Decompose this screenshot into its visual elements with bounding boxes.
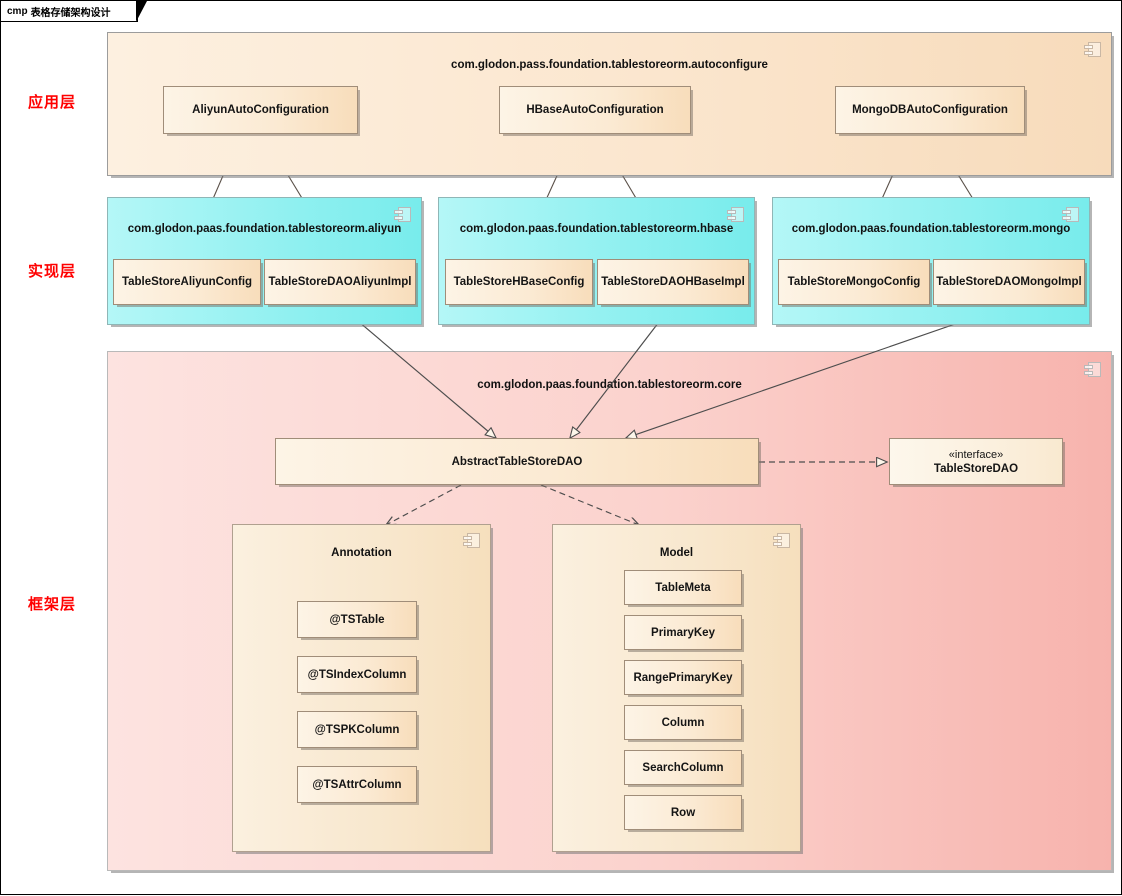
node-label: TableStoreAliyunConfig [121,276,253,288]
node-label: TableStoreDAOAliyunImpl [268,276,412,288]
node-label: TableStoreMongoConfig [787,276,921,288]
node-label: @TSIndexColumn [307,668,407,681]
component-icon [1084,362,1101,377]
component-icon [394,207,411,222]
component-icon [463,533,480,548]
node-label: TableStoreHBaseConfig [453,276,585,288]
node-hbase-auto-configuration[interactable]: HBaseAutoConfiguration [499,86,691,134]
node-rangeprimarykey[interactable]: RangePrimaryKey [624,660,742,695]
node-label: RangePrimaryKey [633,671,733,684]
node-aliyun-auto-configuration[interactable]: AliyunAutoConfiguration [163,86,358,134]
node-label: Column [661,716,705,729]
node-tsindexcolumn-annotation[interactable]: @TSIndexColumn [297,656,417,693]
node-tablestore-hbase-config[interactable]: TableStoreHBaseConfig [445,259,593,305]
package-model[interactable]: Model TableMeta PrimaryKey RangePrimaryK… [552,524,801,852]
component-icon [1084,42,1101,57]
component-icon [1062,207,1079,222]
node-tablestore-dao-aliyun-impl[interactable]: TableStoreDAOAliyunImpl [264,259,416,305]
package-annotation-title: Annotation [331,547,392,559]
node-label: TableStoreDAOHBaseImpl [601,276,745,288]
layer-label-framework: 框架层 [28,596,77,613]
package-autoconfigure-title: com.glodon.pass.foundation.tablestoreorm… [451,59,768,71]
package-annotation[interactable]: Annotation @TSTable @TSIndexColumn @TSPK… [232,524,491,852]
node-label: SearchColumn [642,761,724,774]
node-column[interactable]: Column [624,705,742,740]
node-tspkcolumn-annotation[interactable]: @TSPKColumn [297,711,417,748]
node-abstract-tablestore-dao[interactable]: AbstractTableStoreDAO [275,438,759,485]
node-label: TableStoreDAO [933,462,1019,475]
node-label: AbstractTableStoreDAO [451,455,583,468]
node-tablestore-dao-interface[interactable]: «interface» TableStoreDAO [889,438,1063,485]
package-mongo-title: com.glodon.paas.foundation.tablestoreorm… [791,223,1071,235]
node-tablestore-dao-hbase-impl[interactable]: TableStoreDAOHBaseImpl [597,259,749,305]
node-label: @TSAttrColumn [312,778,402,791]
layer-label-implementation: 实现层 [28,263,77,280]
node-label: HBaseAutoConfiguration [526,104,664,116]
node-label: TableStoreDAOMongoImpl [936,276,1082,288]
node-label: MongoDBAutoConfiguration [852,104,1008,116]
component-icon [727,207,744,222]
diagram-keyword: cmp [7,5,28,17]
node-label: AliyunAutoConfiguration [192,104,329,116]
node-label: PrimaryKey [651,626,715,639]
diagram-title-tab: cmp 表格存储架构设计 [1,1,147,22]
node-row[interactable]: Row [624,795,742,830]
diagram-title: 表格存储架构设计 [30,7,111,19]
node-tstable-annotation[interactable]: @TSTable [297,601,417,638]
node-label: Row [670,806,696,819]
package-core-title: com.glodon.paas.foundation.tablestoreorm… [477,379,742,391]
component-icon [773,533,790,548]
node-tablestore-aliyun-config[interactable]: TableStoreAliyunConfig [113,259,261,305]
node-mongodb-auto-configuration[interactable]: MongoDBAutoConfiguration [835,86,1025,134]
layer-label-application: 应用层 [28,94,77,111]
node-label: TableMeta [655,581,711,594]
node-searchcolumn[interactable]: SearchColumn [624,750,742,785]
node-tablemeta[interactable]: TableMeta [624,570,742,605]
node-label: @TSTable [329,613,385,626]
package-model-title: Model [659,547,694,559]
node-label: @TSPKColumn [314,723,400,736]
stereotype-label: «interface» [948,448,1004,461]
node-tablestore-dao-mongo-impl[interactable]: TableStoreDAOMongoImpl [933,259,1085,305]
node-tsattrcolumn-annotation[interactable]: @TSAttrColumn [297,766,417,803]
package-hbase-title: com.glodon.paas.foundation.tablestoreorm… [459,223,734,235]
package-aliyun-title: com.glodon.paas.foundation.tablestoreorm… [127,223,402,235]
node-tablestore-mongo-config[interactable]: TableStoreMongoConfig [778,259,930,305]
node-primarykey[interactable]: PrimaryKey [624,615,742,650]
